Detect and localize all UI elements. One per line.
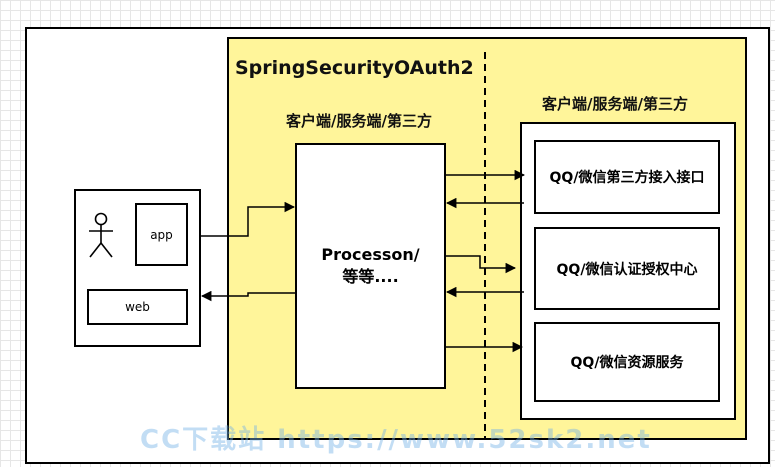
service-access-interface: QQ/微信第三方接入接口: [534, 140, 720, 214]
arrow-processor-to-web: [200, 290, 295, 302]
processor-box: Processon/ 等等....: [295, 143, 446, 389]
service-label: QQ/微信认证授权中心: [556, 261, 698, 278]
user-icon: [89, 212, 113, 258]
processor-label-line1: Processon/: [321, 245, 420, 264]
arrow-app-to-processor: [201, 201, 296, 237]
processor-label-line2: 等等....: [342, 267, 399, 286]
services-subtitle: 客户端/服务端/第三方: [542, 95, 688, 113]
service-label: QQ/微信第三方接入接口: [549, 170, 705, 186]
diagram-title: SpringSecurityOAuth2: [235, 57, 474, 79]
app-box: app: [135, 203, 188, 266]
service-auth-center: QQ/微信认证授权中心: [534, 227, 720, 310]
processor-subtitle: 客户端/服务端/第三方: [286, 112, 432, 130]
web-box: web: [87, 289, 188, 325]
app-label: app: [150, 227, 173, 242]
arrow-processor-to-auth: [446, 255, 517, 274]
web-label: web: [125, 300, 150, 314]
watermark: CC下载站 https://www.52sk2.net: [140, 425, 652, 455]
service-label: QQ/微信资源服务: [570, 355, 684, 371]
service-resource: QQ/微信资源服务: [534, 322, 720, 402]
